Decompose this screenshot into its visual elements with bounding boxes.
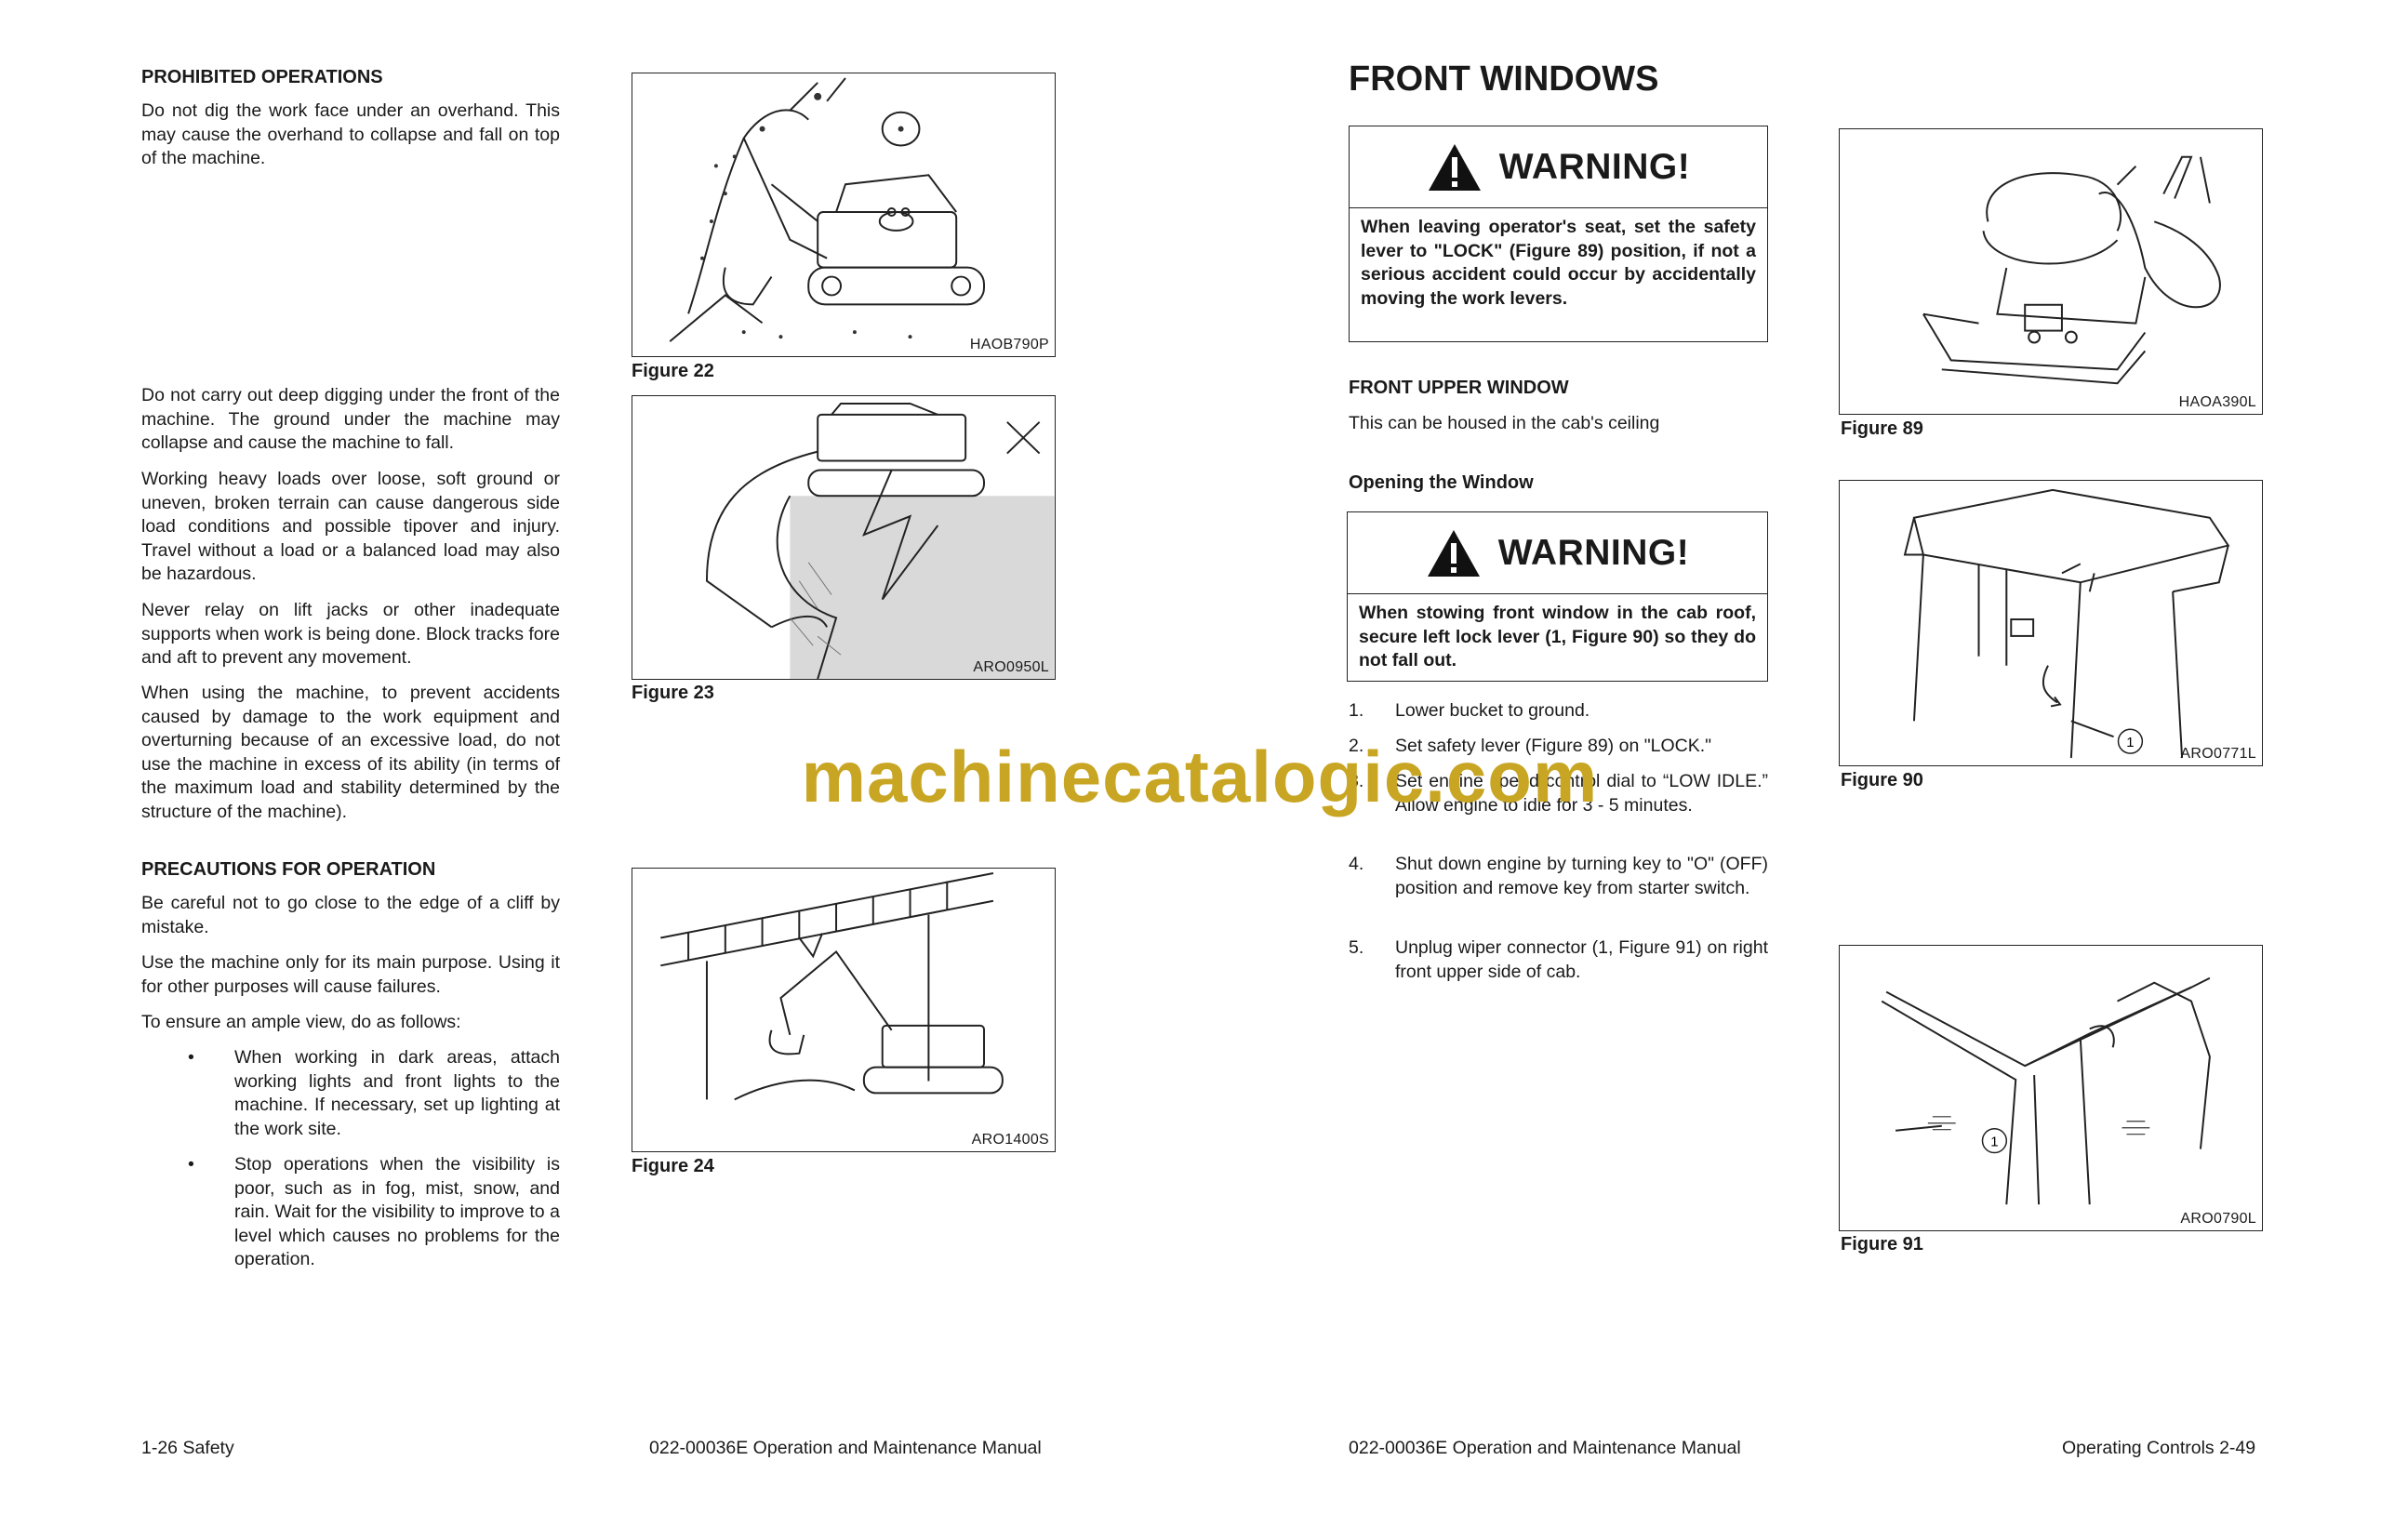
list-item: 3. Set engine speed control dial to “LOW… (1349, 771, 1768, 816)
callout-number: 1 (1990, 1135, 1998, 1150)
warning-header: WARNING! (1350, 126, 1767, 208)
front-upper-window-heading: FRONT UPPER WINDOW (1349, 378, 1569, 398)
wiper-connector-illustration: 1 (1881, 976, 2211, 1205)
excavator-cliff-edge-illustration (705, 402, 1055, 679)
figure-code: HAOA390L (2178, 394, 2256, 410)
page-title: FRONT WINDOWS (1349, 60, 1659, 99)
callout-circle (2117, 728, 2144, 754)
list-item: 5. Unplug wiper connector (1, Figure 91)… (1349, 937, 1768, 982)
footer-right-page-manual: 022-00036E Operation and Maintenance Man… (1349, 1438, 1741, 1458)
callout-number: 1 (2126, 736, 2134, 750)
warning-box-seat: WARNING! When leaving operator's seat, s… (1349, 126, 1768, 342)
warning-triangle-icon (1428, 143, 1481, 191)
figure-89-image: HAOA390L (1839, 128, 2263, 415)
warning-triangle-icon (1427, 529, 1480, 577)
figure-22-caption: Figure 22 (632, 361, 714, 381)
figure-23-image: ARO0950L (632, 395, 1056, 680)
bullet-item: • When working in dark areas, attach wor… (188, 1047, 560, 1139)
paragraph-cliff: Be careful not to go close to the edge o… (141, 893, 560, 937)
callout-circle (1981, 1127, 2008, 1154)
warning-header: WARNING! (1348, 512, 1767, 594)
footer-left-page-manual: 022-00036E Operation and Maintenance Man… (649, 1438, 1042, 1458)
front-upper-window-text: This can be housed in the cab's ceiling (1349, 413, 1660, 433)
list-item: 1. Lower bucket to ground. (1349, 700, 1590, 721)
paragraph-overhand: Do not dig the work face under an overha… (141, 100, 560, 168)
figure-code: ARO0771L (2180, 746, 2256, 762)
list-item: 2. Set safety lever (Figure 89) on "LOCK… (1349, 736, 1712, 756)
figure-90-caption: Figure 90 (1841, 770, 1923, 790)
excavator-overhang-illustration (669, 77, 985, 342)
operator-seat-safety-lever-illustration (1922, 155, 2221, 385)
bullet-item: • Stop operations when the visibility is… (188, 1154, 560, 1269)
paragraph-deep-digging: Do not carry out deep digging under the … (141, 385, 560, 453)
paragraph-ample-view: To ensure an ample view, do as follows: (141, 1012, 461, 1032)
figure-89-caption: Figure 89 (1841, 418, 1923, 439)
precautions-heading: PRECAUTIONS FOR OPERATION (141, 859, 436, 880)
prohibited-operations-heading: PROHIBITED OPERATIONS (141, 67, 383, 87)
figure-23-caption: Figure 23 (632, 683, 714, 703)
cab-roof-lock-lever-illustration: 1 (1903, 488, 2230, 759)
watermark-text: machinecatalogic.com (801, 736, 1599, 817)
warning-text: When leaving operator's seat, set the sa… (1361, 217, 1756, 309)
footer-left-page-section: 1-26 Safety (141, 1438, 234, 1458)
figure-24-caption: Figure 24 (632, 1156, 714, 1176)
figure-91-caption: Figure 91 (1841, 1234, 1923, 1255)
paragraph-lift-jacks: Never relay on lift jacks or other inade… (141, 600, 560, 668)
footer-right-page-section: Operating Controls 2-49 (2062, 1438, 2256, 1458)
figure-90-image: 1 ARO0771L (1839, 480, 2263, 766)
opening-window-heading: Opening the Window (1349, 472, 1534, 493)
warning-box-stowing: WARNING! When stowing front window in th… (1347, 511, 1768, 682)
paragraph-excess-ability: When using the machine, to prevent accid… (141, 683, 560, 822)
figure-code: HAOB790P (969, 337, 1049, 352)
warning-text: When stowing front window in the cab roo… (1359, 603, 1756, 670)
figure-24-image: ARO1400S (632, 868, 1056, 1152)
paragraph-main-purpose: Use the machine only for its main purpos… (141, 952, 560, 997)
figure-22-image: HAOB790P (632, 73, 1056, 357)
figure-code: ARO0950L (973, 659, 1049, 675)
excavator-under-bridge-illustration (660, 871, 1004, 1101)
figure-code: ARO0790L (2180, 1211, 2256, 1227)
list-item: 4. Shut down engine by turning key to "O… (1349, 854, 1768, 898)
figure-code: ARO1400S (971, 1132, 1049, 1148)
paragraph-heavy-loads: Working heavy loads over loose, soft gro… (141, 469, 560, 584)
figure-91-image: 1 ARO0790L (1839, 945, 2263, 1231)
